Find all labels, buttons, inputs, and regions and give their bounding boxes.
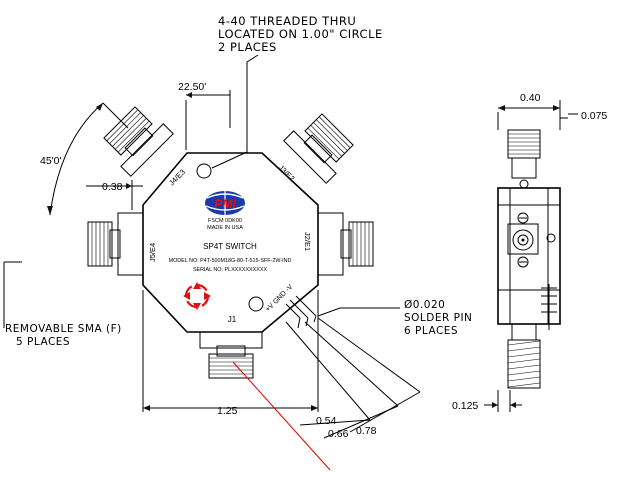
mount-hole-top	[196, 163, 212, 179]
port-j3-label: J3/E2	[277, 163, 297, 183]
port-j5-label: J5/E4	[148, 243, 157, 262]
port-j4-label: J4/E3	[167, 167, 187, 187]
side-view: 0.40 0.075	[452, 92, 607, 412]
angle-22-5-label: 22.50'	[178, 81, 206, 93]
pmi-logo: PMI	[205, 191, 245, 215]
made-in-usa-label: MADE IN USA	[207, 225, 243, 231]
sma-connector-j2	[317, 212, 374, 276]
fscm-label: FSCM 0DK00	[208, 218, 242, 224]
dim-040-label: 0.40	[520, 92, 541, 104]
mount-hole-bottom	[248, 296, 264, 312]
pmi-logo-text: PMI	[214, 197, 236, 211]
model-number: MODEL NO: P4T-500M18G-80-T-515-SFF-2W-IN…	[169, 258, 292, 264]
sma-connector-j1	[199, 331, 263, 379]
threaded-leader	[211, 54, 259, 169]
red-leader-line	[232, 361, 331, 471]
removable-sma-callout: REMOVABLE SMA (F) 5 PLACES	[3, 261, 122, 348]
dim-078-label: 0.78	[356, 425, 377, 437]
sma-connector-j3	[283, 113, 354, 184]
sma-connector-j5	[87, 212, 144, 276]
dim-054-label: 0.54	[316, 415, 337, 427]
dim-038-label: 0.38	[102, 181, 123, 193]
pin-callout-line3: 6 PLACES	[404, 325, 458, 337]
serial-number: SERIAL NO: PLXXXXXXXXXX	[193, 267, 268, 273]
threaded-callout-line1: 4-40 THREADED THRU	[218, 14, 356, 28]
switch-title: SP4T SWITCH	[203, 242, 257, 251]
angle-45-dimension: 45'0'	[40, 102, 129, 216]
rotation-symbol	[183, 282, 211, 310]
pin-callout-line1: Ø0.020	[404, 299, 445, 311]
pin-callout-line2: SOLDER PIN	[404, 312, 472, 324]
dim-0125-label: 0.125	[452, 400, 478, 412]
angle-22-5-dimension: 22.50'	[178, 81, 231, 150]
dim-125-label: 1.25	[217, 405, 238, 417]
bottom-dimensions: 1.25 0.54 0.66 0.78	[142, 290, 421, 471]
threaded-callout-line3: 2 PLACES	[218, 40, 277, 54]
solder-pin-callout: Ø0.020 SOLDER PIN 6 PLACES	[317, 299, 472, 337]
threaded-hole-callout: 4-40 THREADED THRU LOCATED ON 1.00" CIRC…	[211, 14, 383, 169]
side-connector-bottom	[507, 339, 541, 389]
threaded-callout-line2: LOCATED ON 1.00" CIRCLE	[218, 27, 383, 41]
port-j1-label: J1	[228, 315, 237, 324]
dim-0075-label: 0.075	[581, 110, 607, 122]
sma-connector-j4	[103, 106, 174, 177]
sma-callout-line1: REMOVABLE SMA (F)	[5, 323, 122, 335]
dim-066-label: 0.66	[328, 428, 349, 440]
sma-callout-line2: 5 PLACES	[16, 336, 70, 348]
angle-45-label: 45'0'	[40, 155, 62, 167]
port-j2-label: J2/E1	[303, 232, 312, 251]
dim-038: 0.38	[86, 180, 143, 210]
solder-pins	[285, 295, 317, 329]
switch-body: PMI FSCM 0DK00 MADE IN USA SP4T SWITCH M…	[142, 152, 319, 333]
